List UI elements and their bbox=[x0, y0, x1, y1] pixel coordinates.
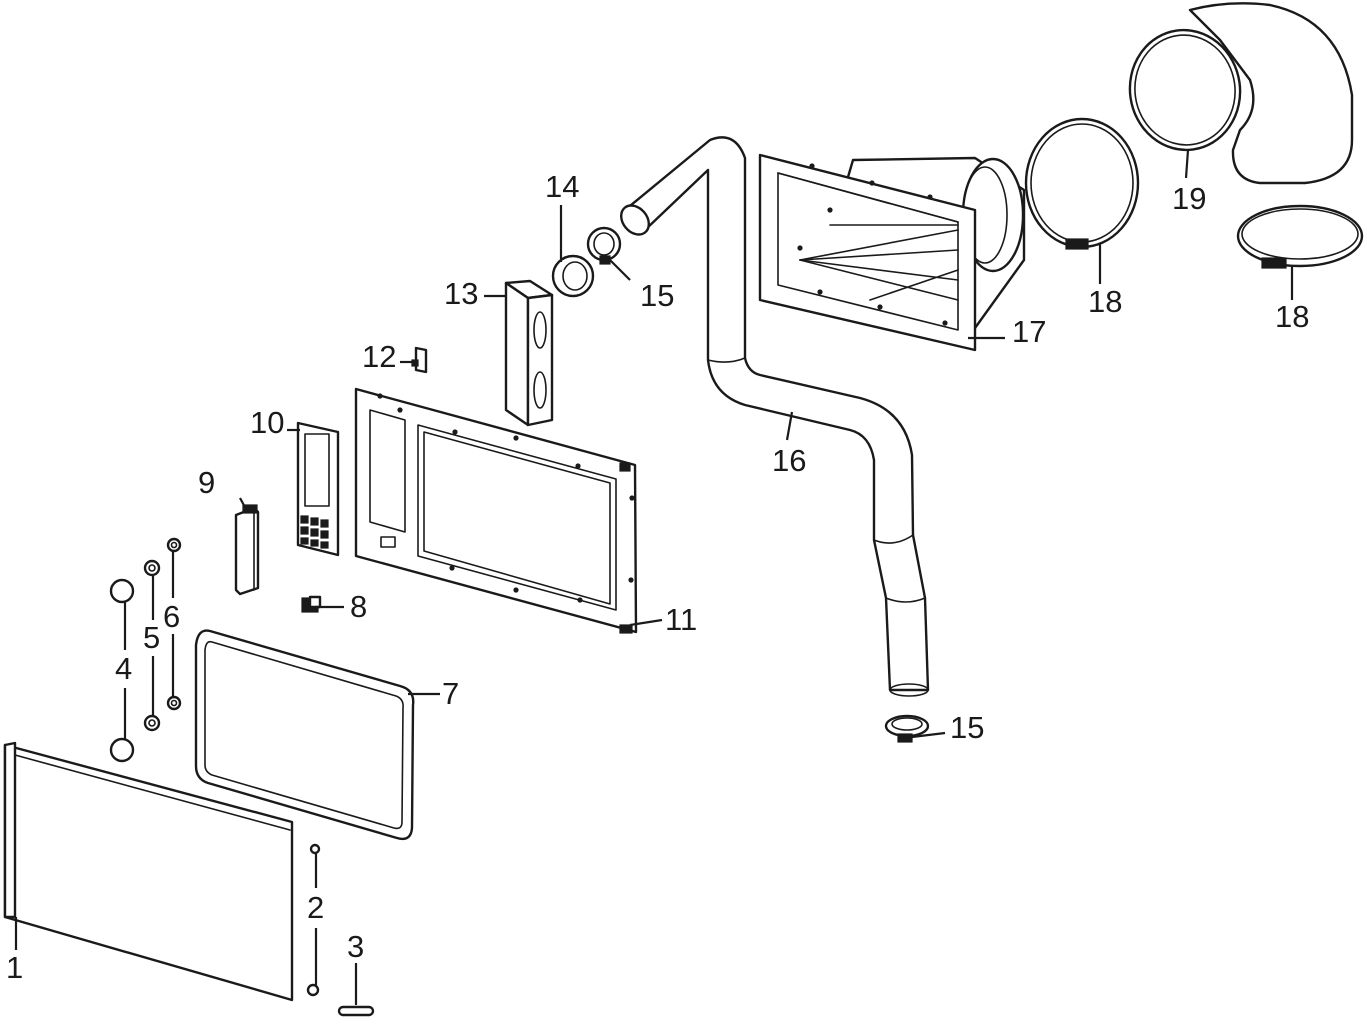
callout-15-upper: 15 bbox=[640, 278, 674, 313]
callout-4: 4 bbox=[115, 651, 132, 686]
callout-2: 2 bbox=[307, 890, 324, 925]
callout-13: 13 bbox=[444, 276, 478, 311]
keypad-buttons bbox=[300, 515, 329, 549]
callout-8: 8 bbox=[350, 589, 367, 624]
part-13-duct-box bbox=[504, 279, 554, 427]
callout-16: 16 bbox=[772, 443, 806, 478]
callout-9: 9 bbox=[198, 465, 215, 500]
callout-7: 7 bbox=[442, 676, 459, 711]
callout-6: 6 bbox=[163, 599, 180, 634]
part-17-hood bbox=[758, 153, 1026, 352]
callout-10: 10 bbox=[250, 405, 284, 440]
part-9-handle bbox=[234, 504, 260, 596]
callout-11: 11 bbox=[665, 602, 697, 637]
part-10-keypad-plate bbox=[296, 421, 340, 557]
part-4-washers bbox=[109, 578, 135, 763]
part-19-elbow bbox=[1128, 2, 1354, 185]
part-1-door-panel bbox=[3, 741, 294, 1002]
callout-12: 12 bbox=[362, 339, 396, 374]
callout-14: 14 bbox=[545, 169, 579, 204]
leader-lines bbox=[14, 149, 1294, 1005]
callout-18-right: 18 bbox=[1275, 299, 1309, 334]
part-15-clamp-lower bbox=[884, 714, 930, 743]
callout-5: 5 bbox=[143, 620, 160, 655]
callout-18-left: 18 bbox=[1088, 284, 1122, 319]
part-15-clamp-upper bbox=[586, 226, 622, 265]
callout-19: 19 bbox=[1172, 181, 1206, 216]
callout-17: 17 bbox=[1012, 314, 1046, 349]
callout-3: 3 bbox=[347, 929, 364, 964]
callout-labels: 1 2 3 4 5 6 7 8 9 10 11 12 13 14 15 15 1… bbox=[6, 169, 1309, 985]
part-7-gasket-frame bbox=[194, 629, 415, 841]
part-11-mounting-panel bbox=[354, 387, 638, 634]
part-2-hinge-pins bbox=[306, 843, 321, 997]
part-12-clip bbox=[411, 346, 428, 374]
part-14-collar bbox=[551, 254, 595, 298]
callout-15-lower: 15 bbox=[950, 710, 984, 745]
part-18-clamp-ring-right bbox=[1236, 204, 1364, 269]
part-3-rod bbox=[337, 1005, 375, 1017]
part-18-clamp-ring-left bbox=[1024, 117, 1140, 250]
part-16-pipe bbox=[620, 136, 930, 697]
part-6-knobs bbox=[166, 537, 182, 711]
callout-1: 1 bbox=[6, 950, 23, 985]
part-8-latch bbox=[301, 595, 322, 613]
